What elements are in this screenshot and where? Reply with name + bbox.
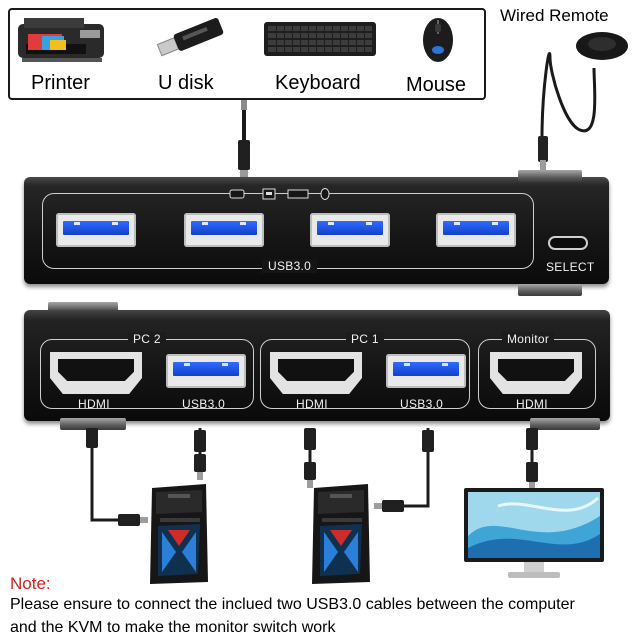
note-line-2: and the KVM to make the monitor switch w… [10,619,336,636]
wired-remote-icon [538,32,628,170]
pc1-label: PC 1 [346,332,384,346]
note-line-1: Please ensure to connect the inclued two… [10,596,575,613]
pc2-label: PC 2 [128,332,166,346]
pc1-hdmi-port [270,352,362,394]
usb-drive-icon [156,18,224,57]
remote-port [548,236,588,250]
monitor-hdmi-label: HDMI [516,397,548,411]
kvm-foot [518,284,582,296]
mouse-icon [423,18,453,62]
usb-cable-icon [238,100,250,178]
usb-port-3 [310,213,390,247]
pc2-usb-label: USB3.0 [182,397,226,411]
computer-pc2-icon [150,484,208,584]
usb-port-1 [56,213,136,247]
udisk-label: U disk [158,72,214,94]
device-symbols-icon [229,188,330,200]
pc1-usb-port [386,354,466,388]
kvm-foot [518,170,582,182]
printer-label: Printer [31,72,90,94]
keyboard-label: Keyboard [275,72,361,94]
pc2-hdmi-label: HDMI [78,397,110,411]
monitor-hdmi-port [490,352,582,394]
usb-group-label: USB3.0 [262,259,318,273]
kvm-foot [60,418,126,430]
printer-icon [18,18,104,62]
monitor-icon [464,488,604,578]
connection-cables [86,428,538,526]
mouse-label: Mouse [406,74,467,96]
usb-port-4 [436,213,516,247]
pc1-hdmi-label: HDMI [296,397,328,411]
wired-remote-label: Wired Remote [500,6,609,25]
computer-pc1-icon [312,484,370,584]
pc2-hdmi-port [50,352,142,394]
pc1-usb-label: USB3.0 [400,397,444,411]
usb-port-2 [184,213,264,247]
select-label: SELECT [546,260,595,274]
keyboard-icon [264,22,376,56]
kvm-foot [530,418,600,430]
monitor-label: Monitor [502,332,555,346]
note-heading: Note: [10,574,51,593]
pc2-usb-port [166,354,246,388]
